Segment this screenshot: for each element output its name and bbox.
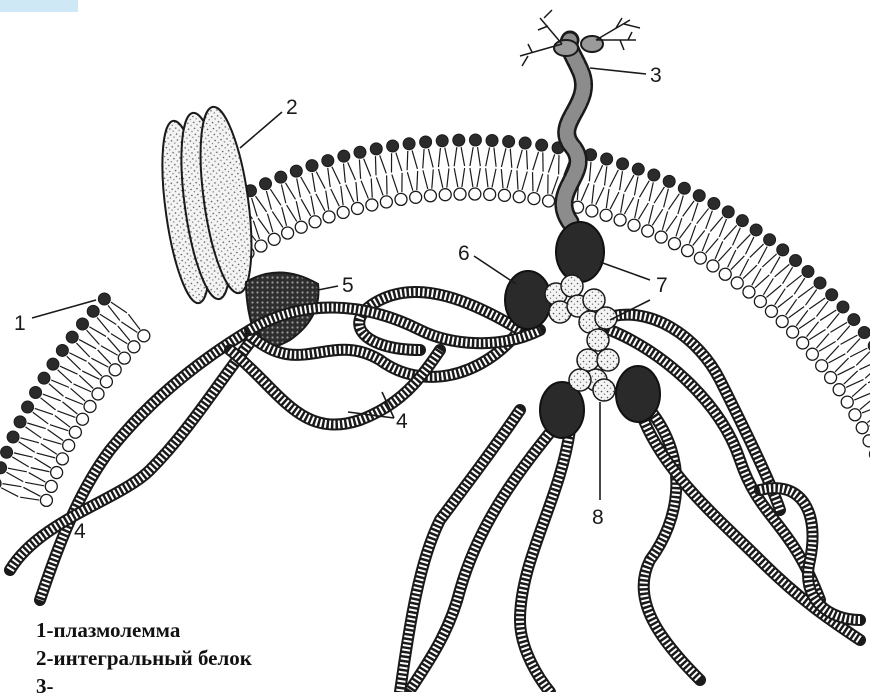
label-1: 1 <box>14 312 26 335</box>
label-3: 3 <box>650 64 662 87</box>
filament-fill <box>10 336 255 570</box>
label-4-center: 4 <box>396 410 408 433</box>
label-4-left: 4 <box>74 520 86 543</box>
label-2: 2 <box>286 96 298 119</box>
legend-item-1: 1-плазмолемма <box>36 616 252 644</box>
label-7: 7 <box>656 274 668 297</box>
filament-outline <box>40 330 250 600</box>
label-6: 6 <box>458 242 470 265</box>
filament-fill <box>40 330 250 600</box>
lipid-heads-outer <box>0 134 870 489</box>
glycoprotein <box>554 36 603 222</box>
filament-outline <box>400 410 520 692</box>
integral-protein <box>153 104 260 306</box>
label-8: 8 <box>592 506 604 529</box>
filament-fill <box>400 410 520 692</box>
label-5: 5 <box>342 274 354 297</box>
legend: 1-плазмолемма 2-интегральный белок 3- <box>36 616 252 700</box>
legend-item-3: 3- <box>36 672 252 700</box>
legend-item-2: 2-интегральный белок <box>36 644 252 672</box>
